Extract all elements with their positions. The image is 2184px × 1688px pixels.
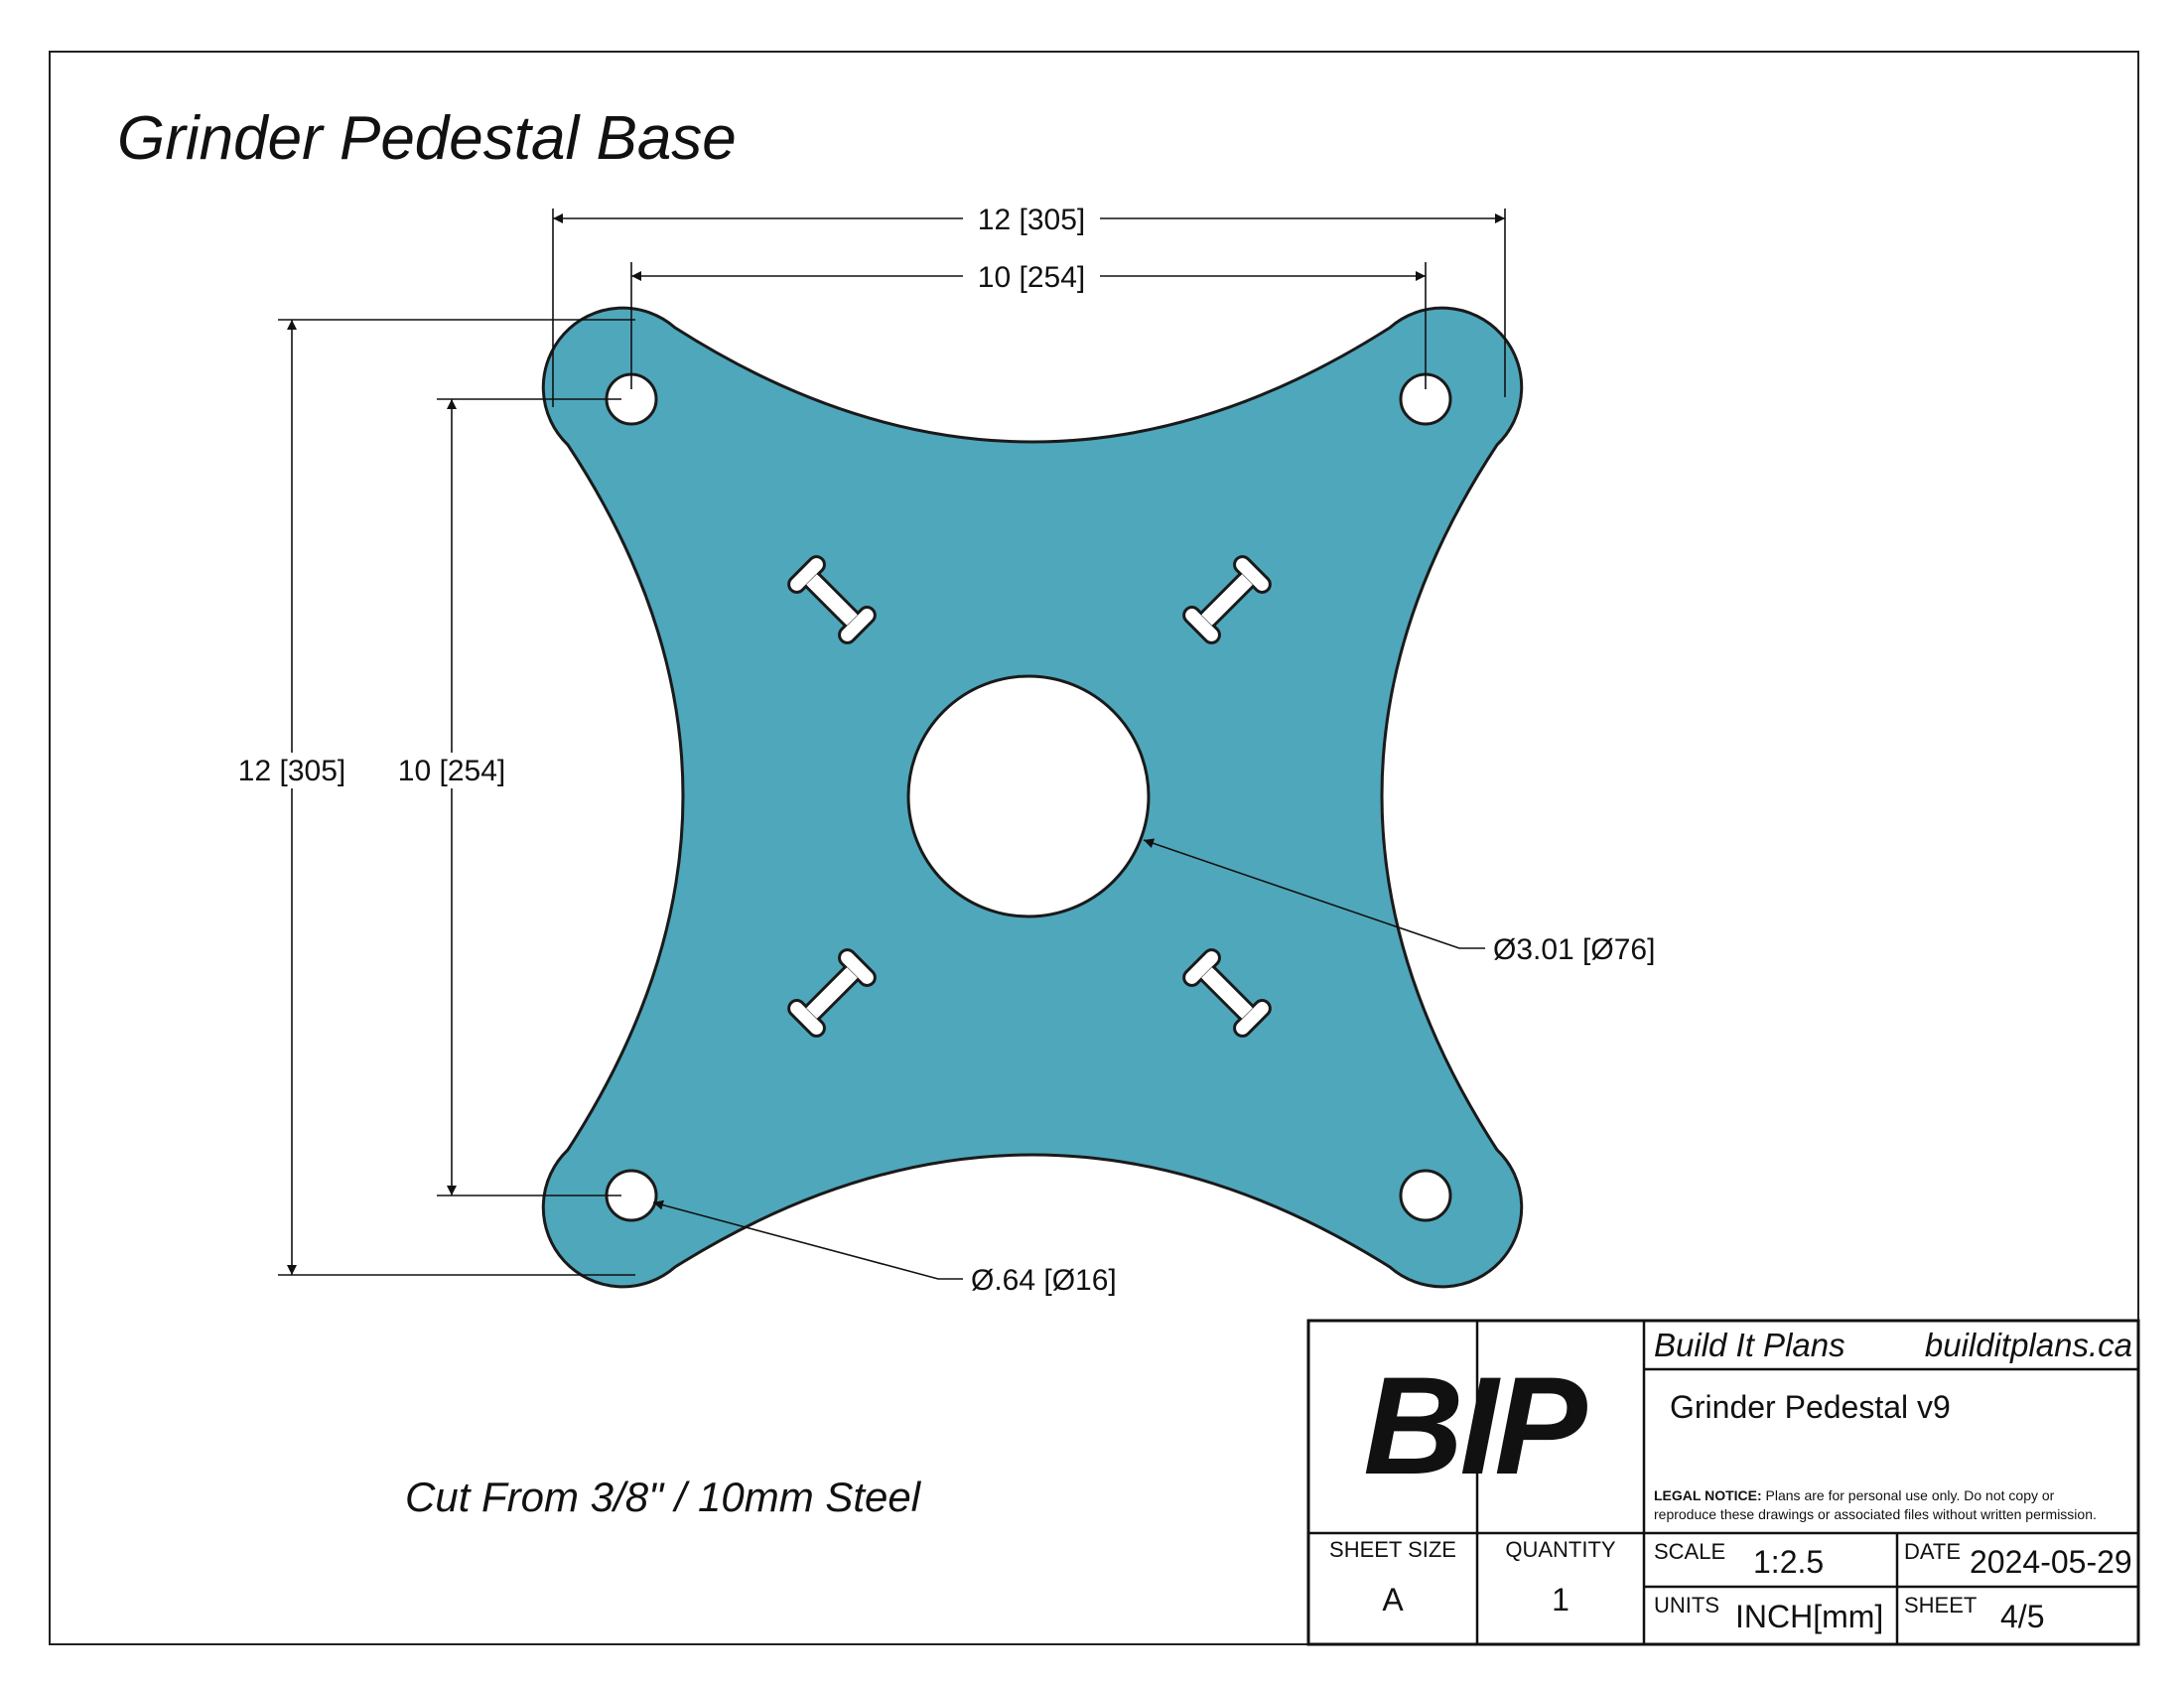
slot-bottom-right bbox=[1182, 948, 1272, 1038]
material-note: Cut From 3/8" / 10mm Steel bbox=[405, 1474, 922, 1520]
center-hole bbox=[906, 674, 1151, 918]
date-label: DATE bbox=[1904, 1539, 1961, 1564]
legal-notice-line2: reproduce these drawings or associated f… bbox=[1654, 1506, 2097, 1522]
slot-top-left bbox=[787, 555, 877, 644]
company-website: builditplans.ca bbox=[1925, 1327, 2132, 1363]
sheet-size-value: A bbox=[1382, 1582, 1404, 1618]
dim-corner-hole-diameter: Ø.64 [Ø16] bbox=[971, 1264, 1117, 1297]
slot-bottom-left bbox=[787, 948, 877, 1038]
sheet-border bbox=[49, 51, 2139, 1645]
dim-hole-spacing-height: 10 [254] bbox=[398, 755, 505, 787]
drawing-title: Grinder Pedestal Base bbox=[117, 104, 737, 173]
units-label: UNITS bbox=[1654, 1593, 1719, 1618]
base-plate bbox=[541, 306, 1524, 1289]
company-name: Build It Plans bbox=[1654, 1327, 1845, 1363]
logo: BIP bbox=[1363, 1347, 1587, 1503]
project-name: Grinder Pedestal v9 bbox=[1670, 1389, 1951, 1425]
scale-value: 1:2.5 bbox=[1753, 1544, 1824, 1580]
quantity-value: 1 bbox=[1552, 1582, 1570, 1618]
corner-hole-bottom-right bbox=[1399, 1169, 1452, 1222]
slot-top-right bbox=[1182, 555, 1272, 644]
sheet-label: SHEET bbox=[1904, 1593, 1977, 1618]
title-block bbox=[1306, 1319, 2140, 1646]
dim-overall-width: 12 [305] bbox=[978, 204, 1085, 236]
scale-label: SCALE bbox=[1654, 1539, 1725, 1564]
dim-hole-spacing-width: 10 [254] bbox=[978, 261, 1085, 294]
dim-center-hole-diameter: Ø3.01 [Ø76] bbox=[1493, 933, 1655, 966]
date-value: 2024-05-29 bbox=[1970, 1544, 2132, 1580]
sheet-number: 4/5 bbox=[2000, 1599, 2044, 1634]
legal-notice: LEGAL NOTICE: Plans are for personal use… bbox=[1654, 1487, 2055, 1503]
dimensions bbox=[278, 209, 1506, 1280]
dim-overall-height: 12 [305] bbox=[238, 755, 345, 787]
units-value: INCH[mm] bbox=[1735, 1599, 1883, 1634]
quantity-label: QUANTITY bbox=[1505, 1537, 1616, 1562]
sheet-size-label: SHEET SIZE bbox=[1329, 1537, 1456, 1562]
